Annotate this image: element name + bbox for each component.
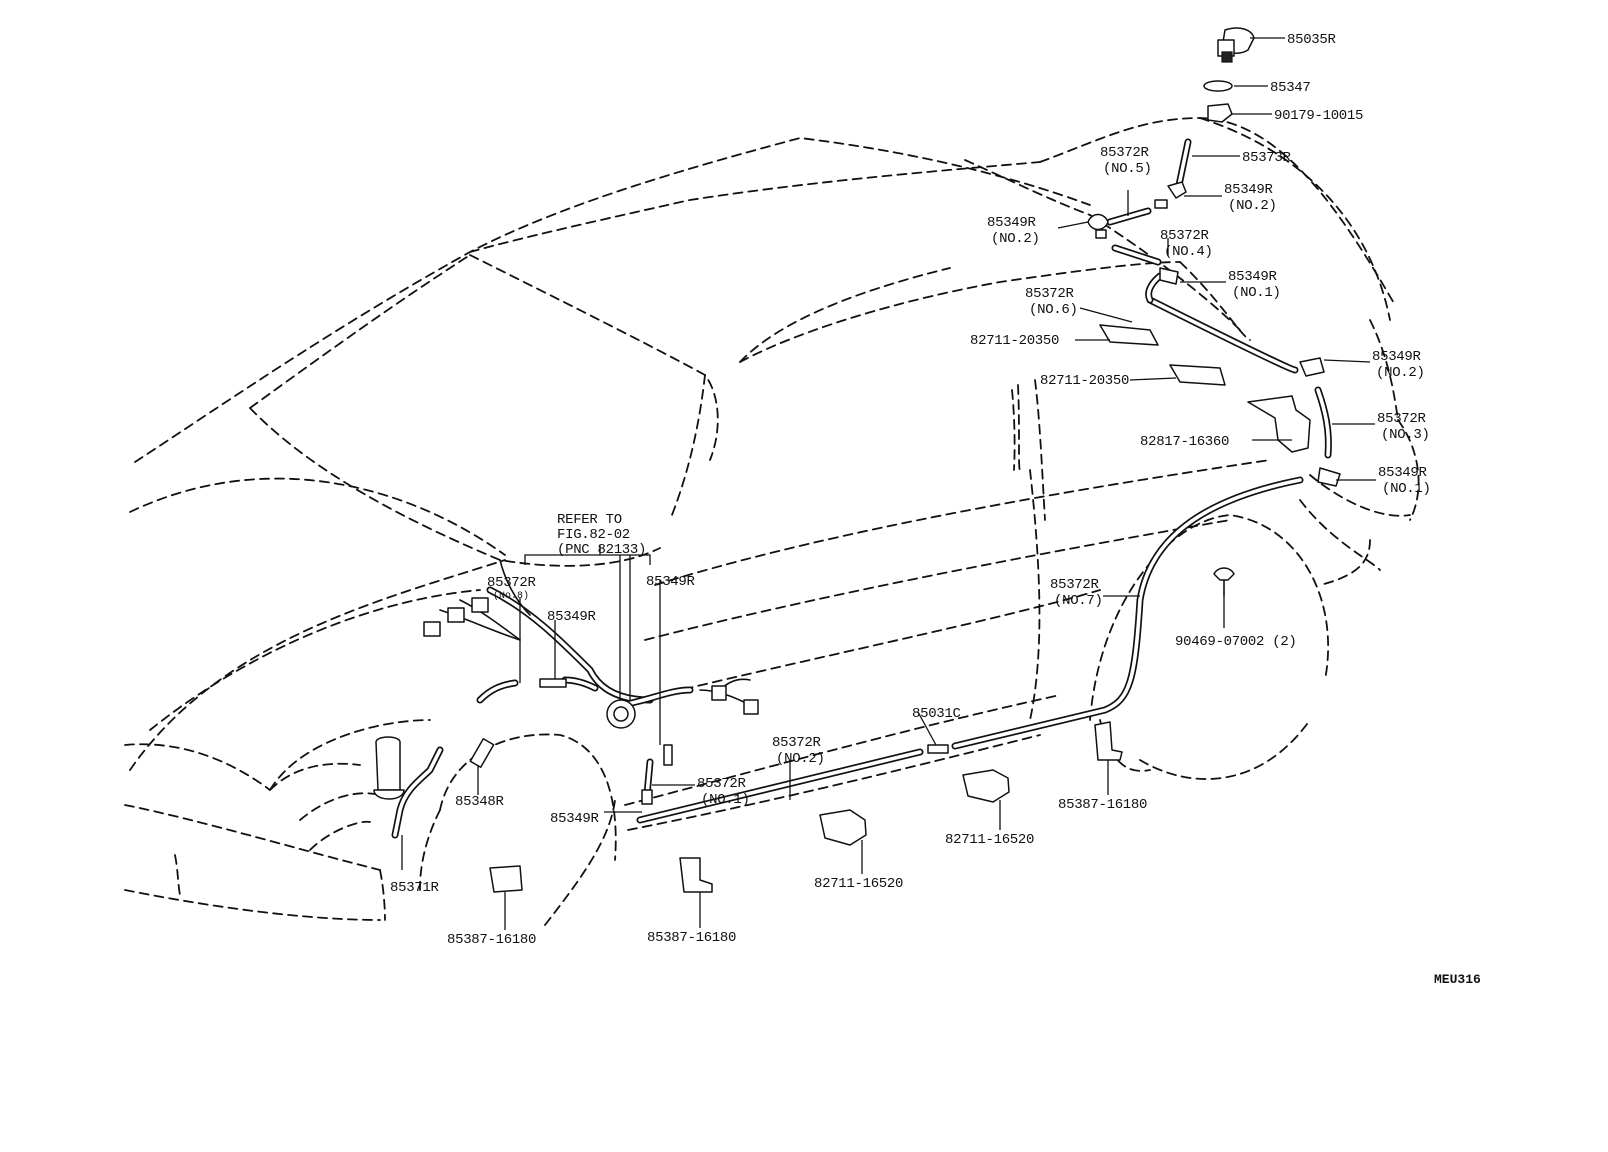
clamp-82711-20350-b — [1169, 364, 1226, 386]
label-85349R-no1-sub: (NO.1) — [1232, 285, 1281, 301]
gasket-85347 — [1203, 80, 1233, 92]
label-85349R-left-no2-sub: (NO.2) — [991, 231, 1040, 247]
bracket-85387-b — [679, 857, 713, 893]
label-90179-10015: 90179-10015 — [1274, 108, 1363, 124]
label-85349R-low: 85349R — [550, 811, 600, 827]
label-90469-07002: 90469-07002 (2) — [1175, 634, 1297, 650]
nut-90179 — [1207, 103, 1233, 123]
joint-85349R-low — [641, 789, 653, 805]
label-85373R: 85373R — [1242, 150, 1292, 166]
label-85372R-no8-sub: (No.8) — [493, 590, 529, 602]
label-85349R-left-no2: 85349R — [987, 215, 1037, 231]
label-85387-16180-c: 85387-16180 — [1058, 797, 1147, 813]
joint-85349R-rear1 — [1317, 467, 1341, 487]
car-body-outline — [124, 117, 1420, 926]
label-refer-fig: FIG.82-02 — [557, 527, 630, 543]
clamp-82711-16520-b — [962, 769, 1010, 803]
part-labels: 85035R 85347 90179-10015 85373R 85372R (… — [390, 32, 1481, 987]
label-85372R-no1-sub: (NO.1) — [701, 792, 750, 808]
label-85372R-no6-sub: (NO.6) — [1029, 302, 1078, 318]
bracket-82817-16360 — [1247, 395, 1311, 453]
label-85372R-no5: 85372R — [1100, 145, 1150, 161]
label-85372R-no3: 85372R — [1377, 411, 1427, 427]
label-refer-to: REFER TO — [557, 512, 622, 528]
joint-85349R-left — [1087, 213, 1109, 239]
label-82711-20350-b: 82711-20350 — [1040, 373, 1129, 389]
washer-tank — [373, 736, 405, 800]
label-85349R-top-no2-sub: (NO.2) — [1228, 198, 1277, 214]
label-85372R-no5-sub: (NO.5) — [1103, 161, 1152, 177]
nozzle-85035R — [1217, 27, 1255, 63]
label-85387-16180-a: 85387-16180 — [447, 932, 536, 948]
label-85349R-rear-no1-sub: (NO.1) — [1382, 481, 1431, 497]
label-82711-16520-b: 82711-16520 — [945, 832, 1034, 848]
joint-85348R — [469, 737, 495, 769]
label-85372R-no8: 85372R — [487, 575, 537, 591]
label-85372R-no3-sub: (NO.3) — [1381, 427, 1430, 443]
joint-85349R-rear2 — [1299, 357, 1325, 377]
label-85349R-rear-no1: 85349R — [1378, 465, 1428, 481]
joint-85349R-mid — [663, 744, 673, 766]
label-85349R-mid: 85349R — [646, 574, 696, 590]
label-85372R-no2: 85372R — [772, 735, 822, 751]
washer-hoses — [391, 138, 1332, 839]
clamp-82711-20350-a — [1099, 324, 1159, 346]
parts — [373, 27, 1341, 893]
label-85035R: 85035R — [1287, 32, 1337, 48]
label-85372R-no7: 85372R — [1050, 577, 1100, 593]
label-85372R-no4-sub: (NO.4) — [1164, 244, 1213, 260]
label-85387-16180-b: 85387-16180 — [647, 930, 736, 946]
label-82711-20350-a: 82711-20350 — [970, 333, 1059, 349]
connector-group-right — [711, 685, 759, 715]
leader-lines — [401, 37, 1376, 930]
bracket-85387-c — [1094, 721, 1123, 761]
connector-group-left — [423, 597, 489, 637]
label-85349R-top-no2: 85349R — [1224, 182, 1274, 198]
label-82711-16520-a: 82711-16520 — [814, 876, 903, 892]
bracket-85387-a — [489, 865, 523, 893]
clip-90469 — [1213, 567, 1235, 597]
label-85371R: 85371R — [390, 880, 440, 896]
label-85348R: 85348R — [455, 794, 505, 810]
label-85349R-front: 85349R — [547, 609, 597, 625]
label-85031C: 85031C — [912, 706, 961, 722]
label-85372R-no1: 85372R — [697, 776, 747, 792]
label-85372R-no7-sub: (NO.7) — [1054, 593, 1103, 609]
label-refer-pnc: (PNC 82133) — [557, 542, 646, 558]
joint-85031C — [927, 744, 949, 754]
label-85372R-no4: 85372R — [1160, 228, 1210, 244]
label-85372R-no2-sub: (NO.2) — [776, 751, 825, 767]
label-85347: 85347 — [1270, 80, 1311, 96]
label-85349R-no1: 85349R — [1228, 269, 1278, 285]
joint-85349R-front — [539, 678, 567, 688]
label-85349R-rear-no2-sub: (NO.2) — [1376, 365, 1425, 381]
label-85349R-rear-no2: 85349R — [1372, 349, 1422, 365]
joint-85349R-top — [1154, 181, 1187, 209]
label-82817-16360: 82817-16360 — [1140, 434, 1229, 450]
clamp-82711-16520-a — [819, 809, 867, 846]
diagram-code: MEU316 — [1434, 972, 1481, 987]
label-85372R-no6: 85372R — [1025, 286, 1075, 302]
joint-85349R-no1 — [1159, 267, 1179, 285]
